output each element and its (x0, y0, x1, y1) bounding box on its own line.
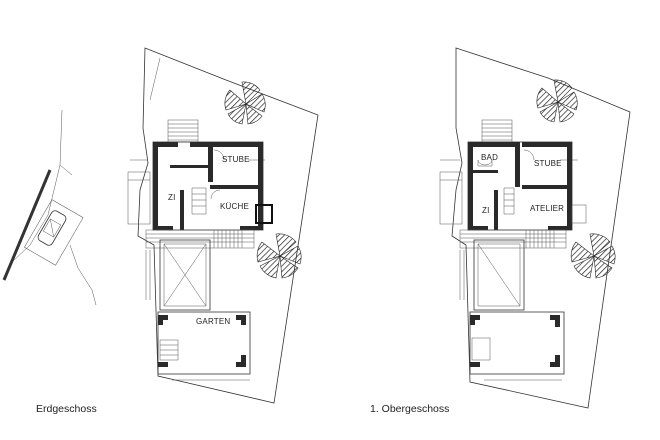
tree-icon (570, 233, 616, 279)
upper-floor-plan: BAD STUBE ZI ATELIER (370, 47, 631, 415)
tree-icon (256, 233, 302, 279)
room-label-garten: GARTEN (196, 317, 230, 326)
staircase-icon (481, 119, 513, 143)
room-label-atelier: ATELIER (530, 204, 564, 213)
room-label-bad: BAD (481, 153, 498, 162)
room-label-zi: ZI (482, 206, 490, 215)
plan-caption-obergeschoss: 1. Obergeschoss (370, 403, 449, 415)
plan-caption-erdgeschoss: Erdgeschoss (36, 403, 97, 415)
room-label-stube: STUBE (222, 155, 250, 164)
tree-icon (224, 81, 266, 125)
room-label-zi: ZI (168, 193, 176, 202)
ground-floor-plan: STUBE ZI KÜCHE GARTEN (36, 47, 319, 415)
car-icon (37, 210, 67, 246)
site-sketch (2, 109, 97, 306)
room-label-stube: STUBE (534, 159, 562, 168)
room-label-kueche: KÜCHE (220, 202, 249, 211)
staircase-icon (167, 119, 199, 143)
tree-icon (536, 79, 578, 123)
